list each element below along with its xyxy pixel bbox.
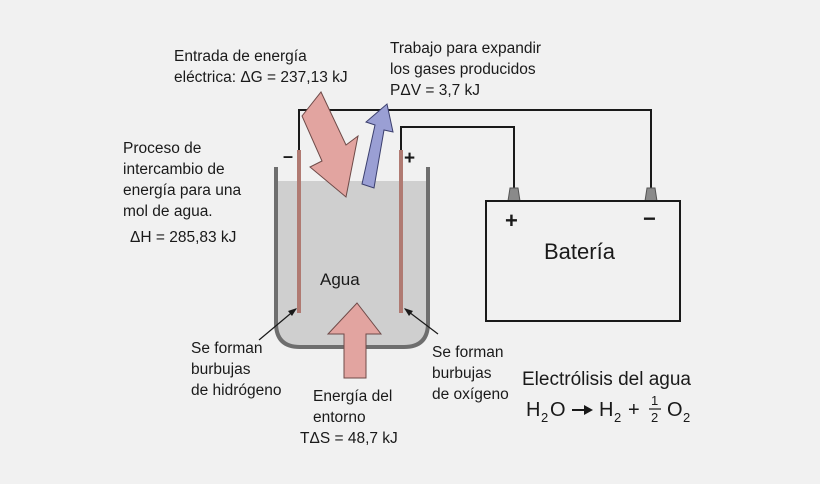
expansion-work-line3: PΔV = 3,7 kJ	[390, 82, 480, 99]
process-line2: intercambio de	[123, 161, 225, 178]
process-line1: Proceso de	[123, 140, 201, 157]
water-fill	[276, 181, 428, 347]
eq-h2: H	[599, 399, 613, 421]
hydrogen-line2: burbujas	[191, 361, 251, 378]
expansion-work-label: Trabajo para expandir los gases producid…	[390, 40, 541, 99]
hydrogen-line3: de hidrógeno	[191, 382, 282, 399]
electrical-energy-arrow	[301, 91, 359, 198]
electrical-energy-line1: Entrada de energía	[174, 48, 307, 65]
environment-energy-arrow	[326, 302, 383, 379]
battery-terminal-negative	[644, 187, 658, 202]
cathode-electrode	[297, 150, 301, 313]
reaction-equation: H 2 O H 2 + 1 2 O 2	[526, 393, 690, 425]
hydrogen-pointer	[258, 308, 297, 341]
battery-plus-sign: +	[505, 208, 518, 233]
eq-frac-den: 2	[651, 410, 658, 425]
eq-sub-2b: 2	[614, 410, 621, 425]
hydrogen-pointer-head	[288, 308, 297, 316]
anode-sign: +	[404, 148, 415, 169]
enthalpy-label: ΔH = 285,83 kJ	[130, 229, 236, 246]
battery-label: Batería	[544, 239, 616, 264]
battery-body	[485, 200, 681, 322]
oxygen-line1: Se forman	[432, 344, 504, 361]
water-label: Agua	[320, 270, 360, 289]
eq-plus: +	[628, 399, 640, 421]
hydrogen-line1: Se forman	[191, 340, 263, 357]
environment-energy-label: Energía del entorno TΔS = 48,7 kJ	[300, 388, 398, 447]
process-line4: mol de agua.	[123, 203, 213, 220]
process-label: Proceso de intercambio de energía para u…	[123, 140, 241, 246]
environment-line1: Energía del	[313, 388, 392, 405]
eq-o: O	[550, 399, 566, 421]
hydrogen-label: Se forman burbujas de hidrógeno	[191, 340, 282, 399]
oxygen-line2: burbujas	[432, 365, 492, 382]
wire-cathode	[298, 109, 652, 188]
reaction-arrow-head	[584, 405, 593, 415]
oxygen-label: Se forman burbujas de oxígeno	[432, 344, 509, 403]
eq-sub-2c: 2	[683, 410, 690, 425]
oxygen-line3: de oxígeno	[432, 386, 509, 403]
expansion-work-arrow	[361, 103, 394, 189]
battery-terminal-positive	[507, 187, 521, 202]
eq-frac-num: 1	[651, 393, 658, 408]
expansion-work-line1: Trabajo para expandir	[390, 40, 541, 57]
oxygen-pointer-head	[404, 308, 413, 316]
eq-sub-2a: 2	[541, 410, 548, 425]
battery-minus-sign: −	[643, 206, 656, 231]
electrical-energy-label: Entrada de energía eléctrica: ΔG = 237,1…	[174, 48, 348, 86]
eq-o2: O	[667, 399, 683, 421]
process-line3: energía para una	[123, 182, 241, 199]
battery: + − Batería	[485, 187, 681, 322]
anode-electrode	[399, 150, 403, 313]
wire-anode	[400, 126, 515, 188]
environment-line2: entorno	[313, 409, 366, 426]
cathode-sign: –	[283, 146, 293, 166]
electrical-energy-line2: eléctrica: ΔG = 237,13 kJ	[174, 69, 348, 86]
diagram-title: Electrólisis del agua	[522, 369, 691, 390]
eq-h: H	[526, 399, 540, 421]
environment-line3: TΔS = 48,7 kJ	[300, 430, 398, 447]
expansion-work-line2: los gases producidos	[390, 61, 536, 78]
